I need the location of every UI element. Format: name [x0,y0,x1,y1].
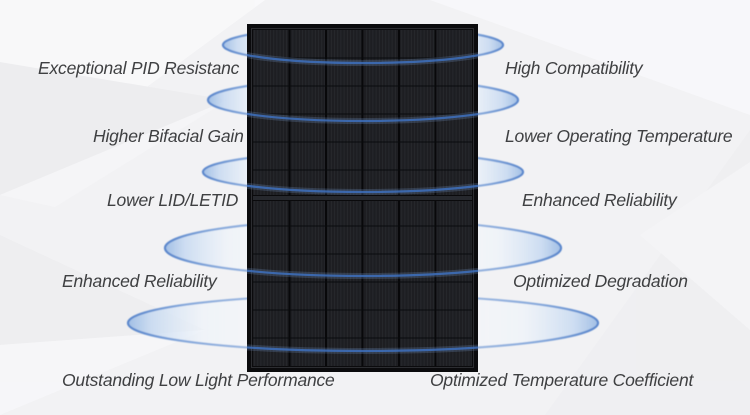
feature-label-lid-letid: Lower LID/LETID [107,190,239,210]
feature-label-high-compatibility: High Compatibility [505,58,643,78]
feature-label-optimized-degradation: Optimized Degradation [513,271,688,291]
panel-center-gap [253,195,472,200]
panel-row-lines [253,57,472,339]
feature-ring-front-arcs [247,52,478,354]
feature-label-temperature-coefficient: Optimized Temperature Coefficient [430,370,694,390]
solar-panel-image [247,24,478,372]
feature-label-operating-temperature: Lower Operating Temperature [505,126,733,146]
feature-label-low-light-performance: Outstanding Low Light Performance [62,370,335,390]
panel-center-gap-edges [253,195,472,201]
feature-label-bifacial-gain: Higher Bifacial Gain [93,126,244,146]
panel-inner-edge [251,28,474,368]
feature-label-enhanced-reliability-right: Enhanced Reliability [522,190,677,210]
feature-label-enhanced-reliability-left: Enhanced Reliability [62,271,217,291]
feature-label-pid-resistance: Exceptional PID Resistanc [38,58,240,78]
